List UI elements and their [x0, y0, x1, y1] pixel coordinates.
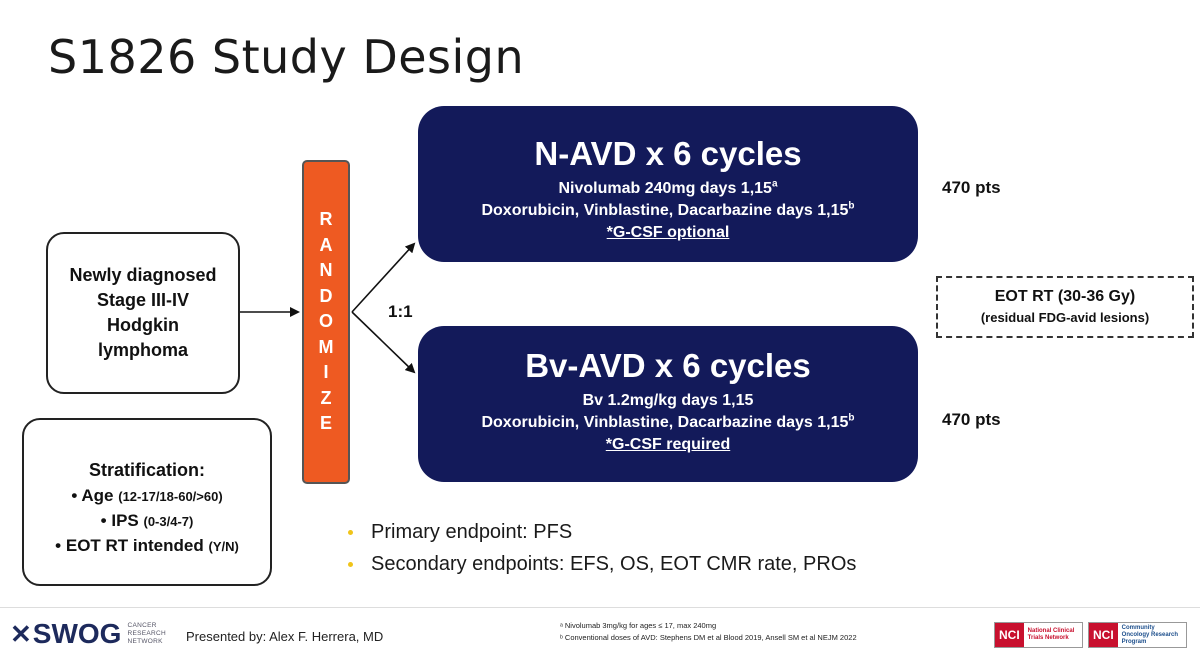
- stratification-item: • IPS (0-3/4-7): [100, 511, 194, 530]
- page-title: S1826 Study Design: [48, 30, 525, 84]
- arm1-patient-count: 470 pts: [942, 178, 1001, 197]
- bullet-icon: [348, 561, 353, 567]
- randomize-letter: E: [319, 413, 332, 434]
- nci-tag: NCI: [1089, 623, 1118, 647]
- arm-line: Doxorubicin, Vinblastine, Dacarbazine da…: [481, 200, 855, 219]
- randomize-letter: Z: [320, 387, 332, 408]
- list-item: Primary endpoint: PFS: [348, 516, 856, 548]
- arm-line: Doxorubicin, Vinblastine, Dacarbazine da…: [481, 412, 855, 431]
- eot-rt-subtitle: (residual FDG-avid lesions): [980, 310, 1150, 325]
- randomization-ratio: 1:1: [388, 302, 413, 321]
- randomize-letter: M: [318, 336, 334, 357]
- list-item: Secondary endpoints: EFS, OS, EOT CMR ra…: [348, 548, 856, 580]
- nci-tag: NCI: [995, 623, 1024, 647]
- stratification-box: Stratification: • Age (12-17/18-60/>60) …: [22, 418, 272, 586]
- logo-subtitle: CANCER RESEARCH NETWORK: [127, 622, 166, 645]
- footnotes: ᵃ Nivolumab 3mg/kg for ages ≤ 17, max 24…: [560, 620, 857, 644]
- eot-rt-title: EOT RT (30-36 Gy): [994, 288, 1136, 305]
- arm-bv-avd: Bv-AVD x 6 cycles Bv 1.2mg/kg days 1,15 …: [418, 326, 918, 482]
- stratification-item: • Age (12-17/18-60/>60): [71, 486, 223, 505]
- arrow-randomize-to-arm1: [351, 242, 416, 313]
- nci-ncorp-logo: NCI Community Oncology Research Program: [1088, 622, 1187, 648]
- presenter-credit: Presented by: Alex F. Herrera, MD: [186, 629, 384, 644]
- gcsf-note: *G-CSF required: [605, 436, 731, 453]
- logo-name: SWOG: [32, 618, 122, 649]
- swog-logo: ✕ SWOG CANCER RESEARCH NETWORK: [10, 618, 173, 650]
- randomize-letter: N: [319, 260, 333, 281]
- arrow-randomize-to-arm2: [351, 311, 416, 374]
- nci-nctn-logo: NCI National Clinical Trials Network: [994, 622, 1083, 648]
- dna-icon: ✕: [10, 618, 32, 649]
- population-line: Stage III-IV: [96, 290, 189, 310]
- population-box: Newly diagnosed Stage III-IV Hodgkin lym…: [46, 232, 240, 394]
- endpoints-list: Primary endpoint: PFS Secondary endpoint…: [348, 516, 856, 580]
- population-line: Newly diagnosed: [69, 265, 217, 285]
- population-line: Hodgkin: [106, 315, 179, 335]
- bullet-icon: [348, 529, 353, 535]
- arm-line: Bv 1.2mg/kg days 1,15: [582, 392, 754, 409]
- randomize-letter: R: [319, 209, 333, 230]
- arm-heading: Bv-AVD x 6 cycles: [525, 347, 811, 384]
- nci-text: Community Oncology Research Program: [1121, 624, 1179, 645]
- nci-text: National Clinical Trials Network: [1027, 628, 1075, 641]
- randomize-letter: I: [323, 362, 329, 383]
- arm-n-avd: N-AVD x 6 cycles Nivolumab 240mg days 1,…: [418, 106, 918, 262]
- footnote-marker: b: [848, 412, 855, 424]
- footnote-marker: b: [848, 200, 855, 212]
- footer-divider: [0, 607, 1200, 608]
- arm-line: Nivolumab 240mg days 1,15a: [558, 178, 778, 197]
- population-line: lymphoma: [97, 340, 188, 360]
- footnote-b: ᵇ Conventional doses of AVD: Stephens DM…: [560, 633, 857, 642]
- randomize-letter: D: [319, 285, 333, 306]
- gcsf-note: *G-CSF optional: [606, 224, 730, 241]
- randomize-bar: R A N D O M I Z E: [302, 160, 350, 484]
- arm-heading: N-AVD x 6 cycles: [534, 135, 802, 172]
- randomize-letter: A: [319, 234, 333, 255]
- stratification-item: • EOT RT intended (Y/N): [55, 536, 239, 555]
- arm2-patient-count: 470 pts: [942, 410, 1001, 429]
- stratification-heading: Stratification:: [88, 460, 205, 480]
- footnote-a: ᵃ Nivolumab 3mg/kg for ages ≤ 17, max 24…: [560, 621, 717, 630]
- footnote-marker: a: [771, 178, 778, 190]
- randomize-letter: O: [318, 311, 333, 332]
- eot-rt-box: EOT RT (30-36 Gy) (residual FDG-avid les…: [936, 276, 1194, 338]
